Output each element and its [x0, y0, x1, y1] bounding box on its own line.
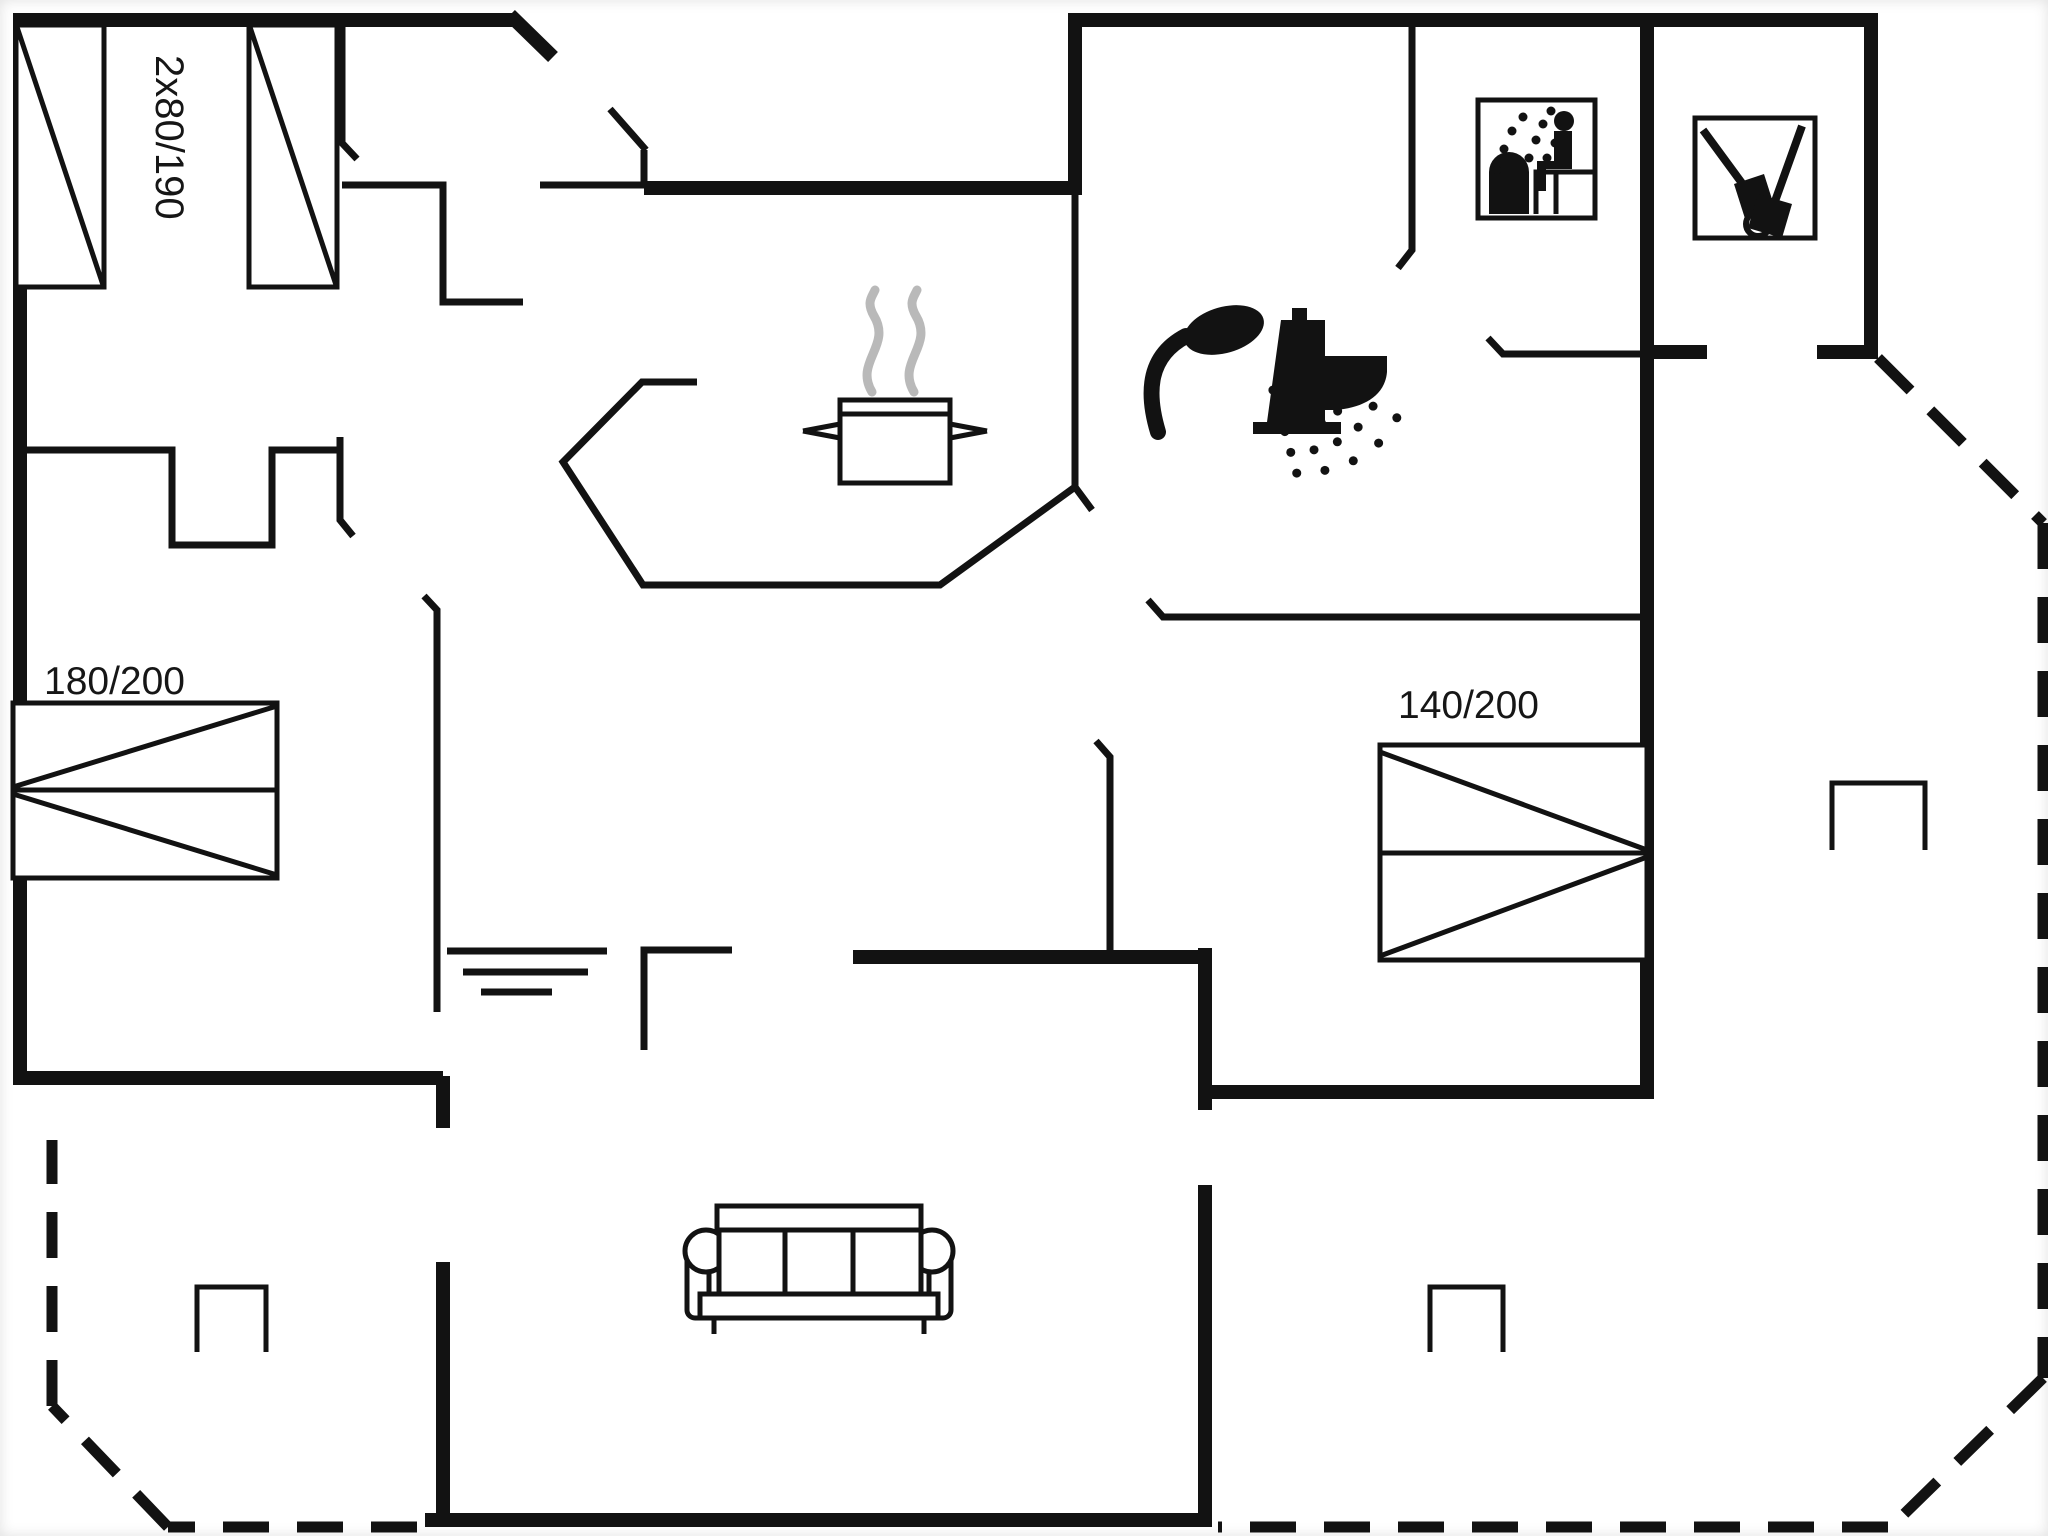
toilet-icon [1253, 308, 1387, 434]
spray-dot [1524, 153, 1534, 163]
bathroom-south-wall [1145, 597, 1647, 621]
spray-dot [1546, 106, 1556, 116]
sofa-cushion [850, 1227, 924, 1297]
sauna-bench [1533, 169, 1594, 214]
entrance-door-swing [505, 9, 558, 63]
dining-partition-wall [640, 946, 732, 1050]
bed-lines [1379, 749, 1648, 959]
bed-180-label: 180/200 [44, 660, 185, 703]
terrace-boundary [46, 354, 2048, 1533]
triple-line-mark-lines [447, 947, 607, 996]
spray-dot [1320, 465, 1330, 475]
terrace-post [1427, 1284, 1506, 1352]
kitchen-counter [558, 378, 1078, 589]
spray-dot [1353, 422, 1363, 432]
sofa-legs [711, 1318, 927, 1334]
spray-dot [1292, 468, 1302, 478]
bedroom-left-door-swing [336, 437, 356, 539]
toilet-silhouette [1253, 320, 1387, 434]
steaming-pot-icon [802, 285, 988, 486]
kitchen-partition-wall [1071, 185, 1095, 513]
spray-dot [1286, 447, 1296, 457]
sauna-steam-dots [1492, 106, 1560, 175]
spray-dot [1332, 437, 1342, 447]
sofa-cushion [716, 1227, 788, 1297]
interior-walls [13, 20, 1647, 1050]
double-bed-140x200 [1377, 742, 1650, 963]
sauna-person-head [1554, 111, 1574, 131]
bunk-bed-label: 2x80/190 [147, 55, 191, 220]
spray-dot [1368, 401, 1378, 411]
sauna-stove [1489, 152, 1529, 214]
labels: 2x80/190 180/200 140/200 [44, 55, 1539, 727]
shower-head [1184, 305, 1264, 355]
bed-lines [12, 703, 278, 878]
terrace-dashed-edge-se [1892, 1374, 2047, 1526]
spray-dot [1542, 153, 1552, 163]
bedroom-right-west-wall [1093, 738, 1114, 950]
sauna-west-wall [1395, 25, 1416, 271]
exterior-walls [13, 9, 1878, 1527]
vacuum-handle [1699, 127, 1751, 193]
spray-dot [1309, 445, 1319, 455]
spray-dot [1499, 144, 1509, 154]
sofa [682, 1203, 956, 1334]
bed-diagonal [247, 26, 339, 286]
pot-handles [802, 421, 988, 441]
broom-head [1748, 194, 1792, 238]
hall-closet-walls [342, 181, 523, 306]
sauna-south-wall [1485, 335, 1642, 358]
bedroom-left-east-wall [421, 593, 441, 1012]
triple-line-mark [447, 947, 607, 996]
shower-arm [1143, 328, 1194, 440]
spray-dot [1531, 135, 1541, 145]
sofa-base [697, 1291, 941, 1321]
spray-dot [1492, 165, 1502, 175]
cleaning-equipment-icon [1692, 115, 1818, 241]
spray-dot [1374, 438, 1384, 448]
bed-140-label: 140/200 [1398, 684, 1539, 727]
terrace-post [194, 1284, 269, 1352]
spray-dot [1538, 119, 1548, 129]
terrace-dashed-edge-ne [1874, 354, 2047, 527]
bunk-bed-right [246, 22, 340, 290]
bed-diagonal [14, 26, 106, 286]
bedroom-left-top-wall [13, 446, 337, 549]
bunk-bed-left [13, 22, 107, 290]
steam-icon [904, 285, 926, 397]
spray-dot [1348, 456, 1358, 466]
top-right-wall [1068, 13, 1878, 352]
terrace-dashed-edge-sw [48, 1402, 172, 1531]
sauna-icon [1475, 97, 1598, 221]
broom-stick [1770, 124, 1806, 206]
top-left-and-left-wall [13, 13, 513, 1085]
spray-dot [1518, 112, 1528, 122]
sauna-person-body [1537, 131, 1572, 191]
sofa-cushion [782, 1227, 856, 1297]
steam-icon [862, 285, 884, 397]
entry-inner-wall [540, 106, 649, 189]
terrace-post [1829, 780, 1928, 850]
toilet-button [1292, 308, 1307, 320]
spray-dot [1507, 126, 1517, 136]
bunkroom-east-wall [338, 20, 360, 162]
entry-step-top-wall [644, 13, 1082, 195]
terrace-posts [194, 780, 1928, 1352]
double-bed-180x200 [10, 700, 280, 881]
spray-dot [1392, 413, 1402, 423]
